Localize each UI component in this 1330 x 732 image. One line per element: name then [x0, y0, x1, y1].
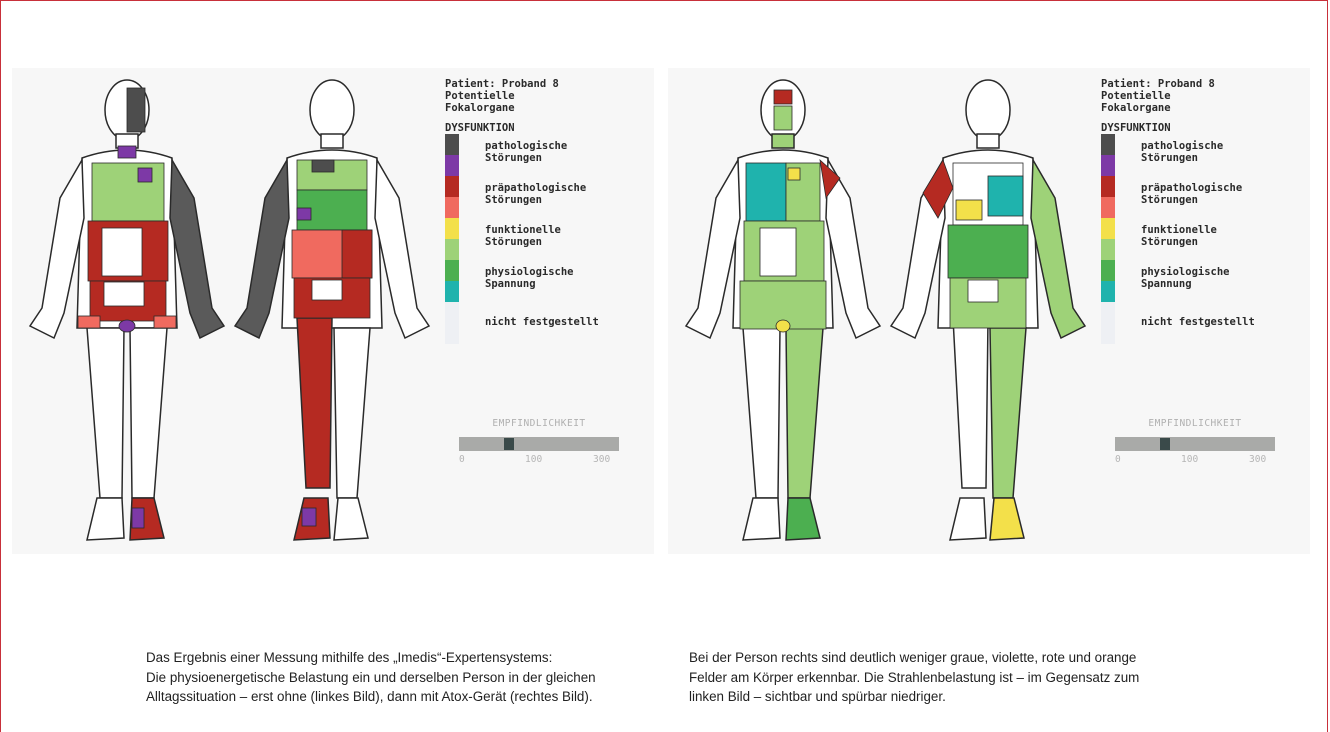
caption-line: Felder am Körper erkennbar. Die Strahlen… [689, 668, 1309, 688]
legend-label: pathologische Störungen [1141, 140, 1223, 164]
legend-swatch [445, 218, 459, 239]
legend-swatch [445, 176, 459, 197]
legend-item: funktionelle Störungen [1101, 218, 1301, 260]
slider-tick-max: 300 [593, 454, 610, 465]
slider-ticks: 0 100 300 [1115, 451, 1275, 465]
legend-label: physiologische Spannung [1141, 266, 1230, 290]
legend-item: physiologische Spannung [445, 260, 645, 302]
legend-right: Patient: Proband 8 Potentielle Fokalorga… [1101, 78, 1301, 344]
legend-label: funktionelle Störungen [1141, 224, 1217, 248]
legend-swatch [445, 197, 459, 218]
legend-rows: pathologische Störungen präpathologische … [1101, 134, 1301, 344]
patient-line: Potentielle [445, 90, 645, 102]
caption-right: Bei der Person rechts sind deutlich weni… [689, 648, 1309, 707]
legend-swatch [1101, 176, 1115, 197]
slider-tick-mid: 100 [1181, 454, 1198, 465]
patient-line: Fokalorgane [1101, 102, 1301, 114]
legend-label: physiologische Spannung [485, 266, 574, 290]
legend-item: präpathologische Störungen [445, 176, 645, 218]
legend-title: DYSFUNKTION [1101, 122, 1301, 134]
body-map-right [668, 68, 1098, 554]
patient-header: Patient: Proband 8 Potentielle Fokalorga… [445, 78, 645, 114]
legend-swatch [1101, 260, 1115, 281]
legend-swatch [445, 260, 459, 281]
legend-label: nicht festgestellt [485, 316, 599, 328]
slider-tick-max: 300 [1249, 454, 1266, 465]
legend-item: physiologische Spannung [1101, 260, 1301, 302]
slider-track[interactable] [459, 437, 619, 451]
legend-label: nicht festgestellt [1141, 316, 1255, 328]
patient-line: Patient: Proband 8 [445, 78, 645, 90]
slider-title: EMPFINDLICHKEIT [1115, 418, 1275, 429]
caption-left: Das Ergebnis einer Messung mithilfe des … [146, 648, 656, 707]
legend-swatch [1101, 218, 1115, 239]
legend-label: präpathologische Störungen [1141, 182, 1242, 206]
sensitivity-slider-left[interactable]: EMPFINDLICHKEIT 0 100 300 [459, 418, 619, 465]
patient-line: Potentielle [1101, 90, 1301, 102]
patient-line: Fokalorgane [445, 102, 645, 114]
figure-right: Patient: Proband 8 Potentielle Fokalorga… [668, 68, 1310, 554]
legend-swatch [445, 155, 459, 176]
caption-line: Das Ergebnis einer Messung mithilfe des … [146, 648, 656, 668]
legend-swatch [1101, 302, 1115, 344]
legend-item: pathologische Störungen [1101, 134, 1301, 176]
slider-track[interactable] [1115, 437, 1275, 451]
legend-rows: pathologische Störungen präpathologische … [445, 134, 645, 344]
slider-tick-min: 0 [459, 454, 465, 465]
slider-thumb[interactable] [504, 438, 514, 450]
legend-swatch [1101, 281, 1115, 302]
legend-item: pathologische Störungen [445, 134, 645, 176]
legend-swatch [1101, 197, 1115, 218]
legend-item: nicht festgestellt [445, 302, 645, 344]
caption-line: Alltagssituation – erst ohne (linkes Bil… [146, 687, 656, 707]
legend-item: funktionelle Störungen [445, 218, 645, 260]
legend-swatch [445, 302, 459, 344]
slider-ticks: 0 100 300 [459, 451, 619, 465]
legend-title: DYSFUNKTION [445, 122, 645, 134]
legend-swatch [1101, 155, 1115, 176]
legend-label: präpathologische Störungen [485, 182, 586, 206]
patient-header: Patient: Proband 8 Potentielle Fokalorga… [1101, 78, 1301, 114]
patient-line: Patient: Proband 8 [1101, 78, 1301, 90]
sensitivity-slider-right[interactable]: EMPFINDLICHKEIT 0 100 300 [1115, 418, 1275, 465]
slider-tick-mid: 100 [525, 454, 542, 465]
legend-swatch [445, 239, 459, 260]
legend-label: pathologische Störungen [485, 140, 567, 164]
legend-item: präpathologische Störungen [1101, 176, 1301, 218]
figure-left: Patient: Proband 8 Potentielle Fokalorga… [12, 68, 654, 554]
caption-line: linken Bild – sichtbar und spürbar niedr… [689, 687, 1309, 707]
caption-line: Die physioenergetische Belastung ein und… [146, 668, 656, 688]
legend-item: nicht festgestellt [1101, 302, 1301, 344]
body-map-left [12, 68, 442, 554]
legend-swatch [1101, 239, 1115, 260]
slider-thumb[interactable] [1160, 438, 1170, 450]
slider-tick-min: 0 [1115, 454, 1121, 465]
legend-swatch [445, 134, 459, 155]
slider-title: EMPFINDLICHKEIT [459, 418, 619, 429]
legend-swatch [1101, 134, 1115, 155]
legend-left: Patient: Proband 8 Potentielle Fokalorga… [445, 78, 645, 344]
legend-label: funktionelle Störungen [485, 224, 561, 248]
legend-swatch [445, 281, 459, 302]
caption-line: Bei der Person rechts sind deutlich weni… [689, 648, 1309, 668]
